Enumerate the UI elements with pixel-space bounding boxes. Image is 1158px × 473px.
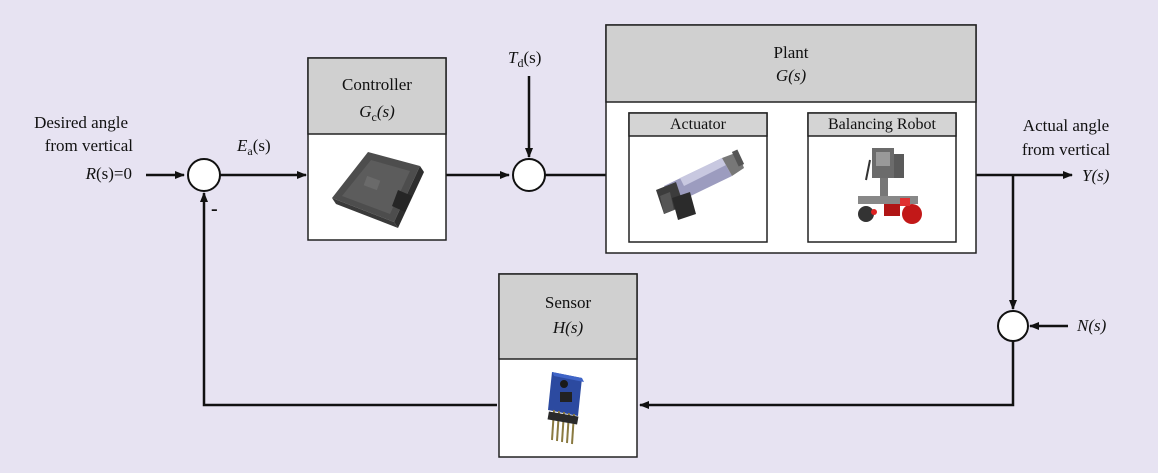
output-desc-line1: Actual angle [1022, 116, 1110, 135]
sensor-title: Sensor [544, 293, 592, 312]
controller-image [332, 152, 424, 228]
plant-title: Plant [773, 43, 809, 62]
plant-tf: G(s) [775, 66, 807, 85]
controller-title: Controller [342, 75, 412, 94]
feedback-to-sensor [639, 341, 1015, 409]
feedback-minus-sign: - [211, 198, 218, 220]
sensor-image [547, 372, 584, 445]
controller-tf: Gc(s) [359, 102, 395, 124]
actuator-image [656, 149, 745, 220]
actuator-header [628, 112, 768, 137]
robot-label: Balancing Robot [828, 116, 936, 133]
output-signal-label: Y(s) [1082, 166, 1110, 185]
input-desc-line2: from vertical [44, 136, 133, 155]
plant-header [605, 24, 977, 103]
controller-header [307, 57, 447, 135]
summing-junction-3 [997, 310, 1029, 342]
summing-junction-1 [187, 158, 221, 192]
input-desc-line1: Desired angle [34, 113, 128, 132]
feedback-path [200, 192, 497, 407]
sensor-header [498, 273, 638, 360]
sensor-tf: H(s) [552, 318, 584, 337]
input-signal-label: R(s)=0 [85, 164, 132, 183]
noise-label: N(s) [1077, 316, 1107, 335]
disturbance-label: Td(s) [508, 48, 542, 70]
robot-header [807, 112, 957, 137]
actuator-label: Actuator [670, 116, 726, 133]
output-desc-line2: from vertical [1021, 140, 1111, 159]
error-signal-label: Ea(s) [237, 136, 271, 158]
robot-image [858, 148, 922, 224]
summing-junction-2 [512, 158, 546, 192]
